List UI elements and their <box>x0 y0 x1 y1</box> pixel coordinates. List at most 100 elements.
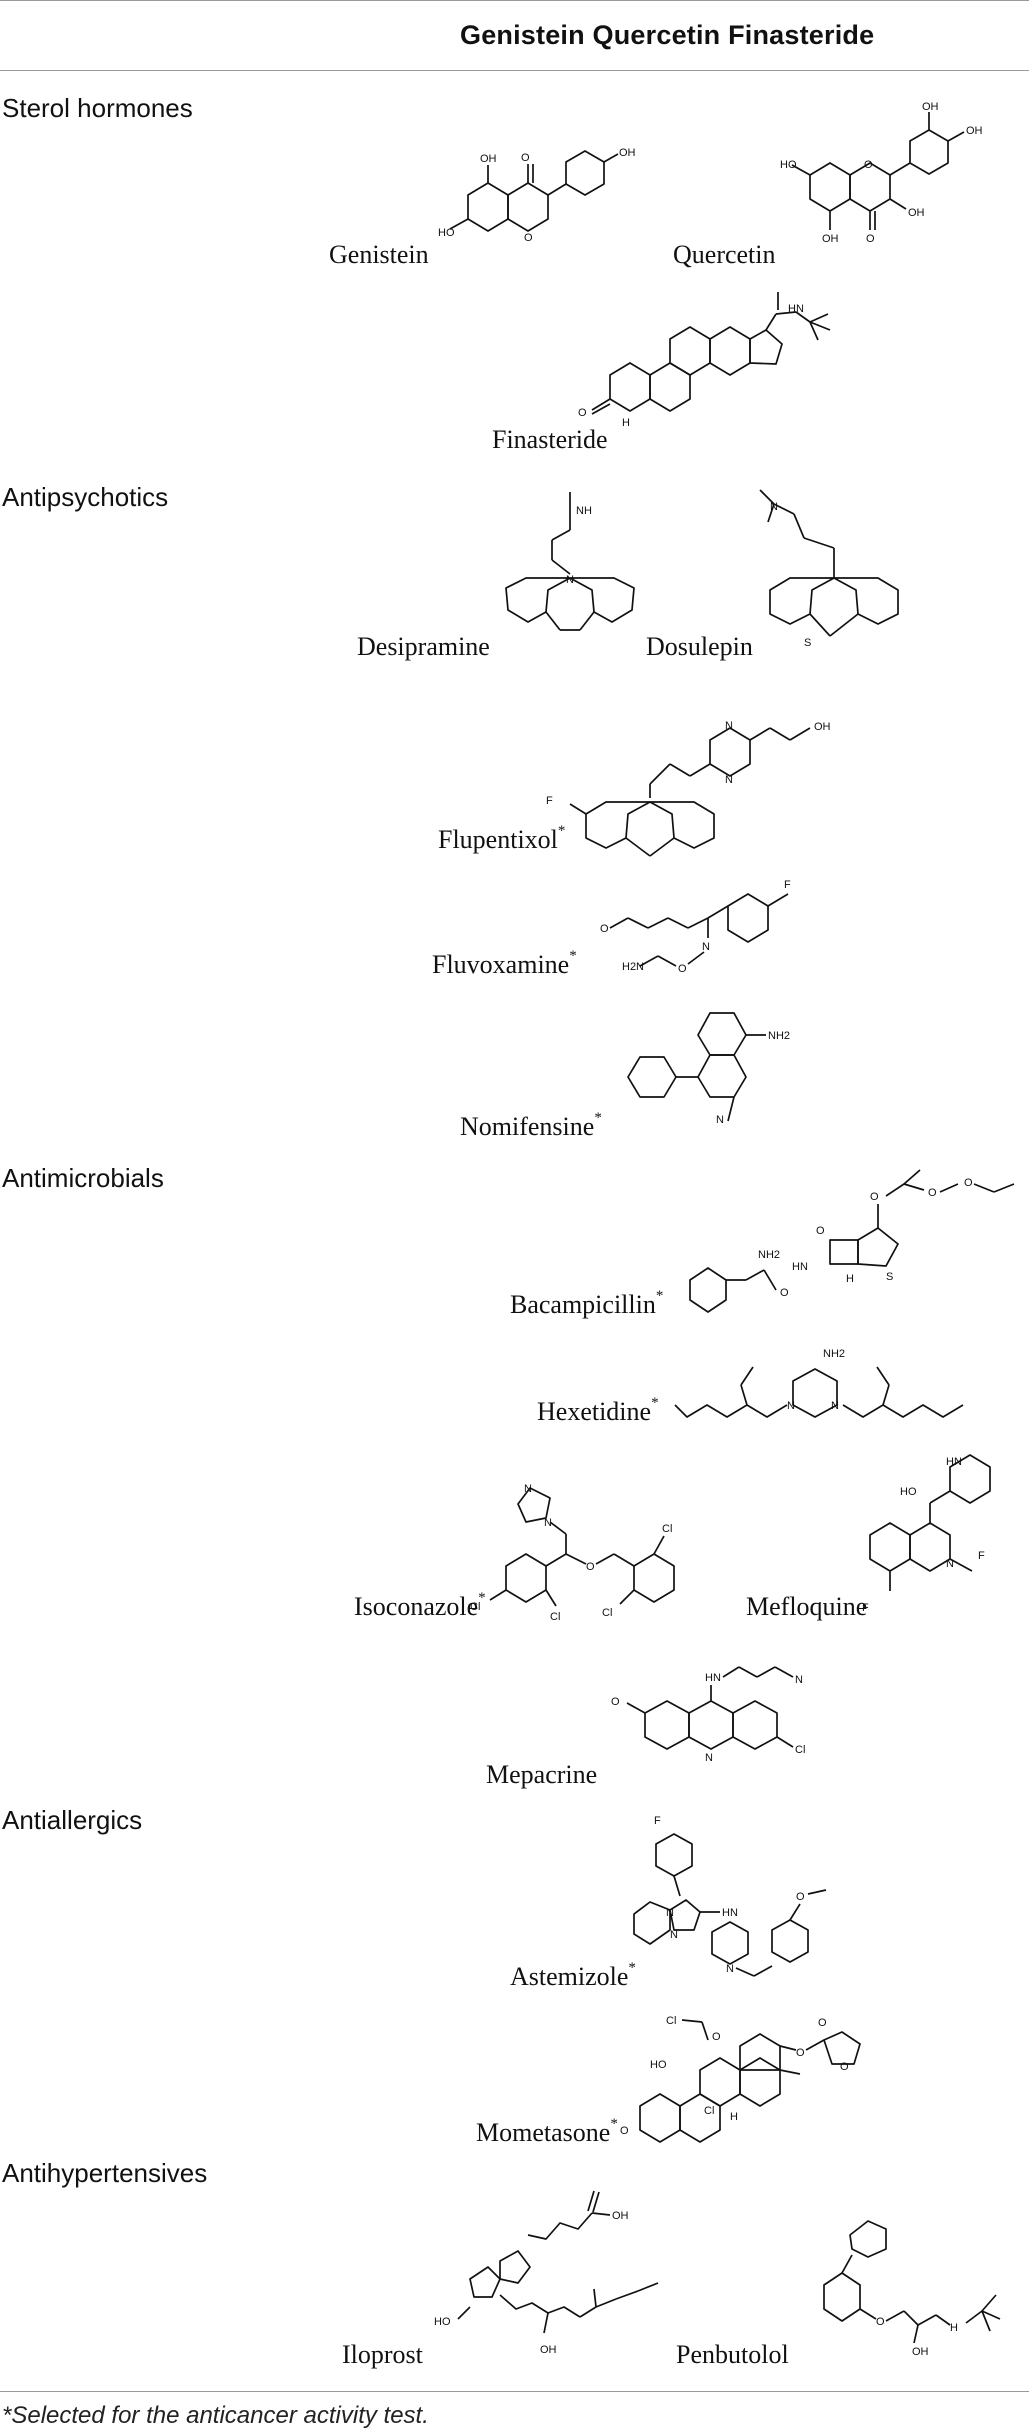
atom-cl: Cl <box>666 2015 676 2027</box>
atom-oh: OH <box>619 147 636 159</box>
atom-f: F <box>654 1815 661 1827</box>
atom-n: N <box>524 1483 532 1495</box>
fluvoxamine-structure: O N O H2N F <box>600 879 791 975</box>
atom-s: S <box>886 1271 893 1283</box>
category-antimicrobials: Antimicrobials <box>2 1163 164 1193</box>
atom-n: N <box>702 941 710 953</box>
drug-name: Mometasone <box>476 2118 611 2147</box>
drug-label-nomifensine: Nomifensine* <box>460 1110 602 1142</box>
selected-marker: * <box>594 1110 602 1126</box>
drug-label-genistein: Genistein <box>329 240 429 269</box>
atom-o: O <box>964 1177 973 1189</box>
atom-o: O <box>864 159 873 171</box>
atom-oh: OH <box>480 153 497 165</box>
atom-oh: OH <box>922 101 939 113</box>
atom-cl: Cl <box>470 1601 480 1613</box>
atom-n: N <box>725 720 733 732</box>
atom-n: N <box>946 1558 954 1570</box>
atom-o: O <box>611 1696 620 1708</box>
drug-label-quercetin: Quercetin <box>673 240 776 269</box>
atom-n: N <box>566 574 574 586</box>
atom-ho: HO <box>438 227 455 239</box>
isoconazole-structure: N N Cl Cl O Cl Cl <box>470 1483 675 1623</box>
category-antiallergics: Antiallergics <box>2 1805 143 1835</box>
atom-f: F <box>862 1602 869 1614</box>
drug-name: Astemizole <box>510 1962 629 1991</box>
atom-o: O <box>780 1287 789 1299</box>
atom-o: O <box>712 2031 721 2043</box>
astemizole-structure: F N N HN N O <box>633 1815 827 1977</box>
drug-label-dosulepin: Dosulepin <box>646 632 753 661</box>
atom-ho: HO <box>434 2316 451 2328</box>
atom-o: O <box>524 232 533 244</box>
atom-f: F <box>978 1550 985 1562</box>
atom-o: O <box>796 1891 805 1903</box>
atom-cl: Cl <box>662 1523 672 1535</box>
drug-name: Flupentixol <box>438 825 558 854</box>
drug-name: Fluvoxamine <box>432 950 570 979</box>
atom-ho: HO <box>900 1486 917 1498</box>
atom-oh: OH <box>814 721 831 733</box>
atom-h2n: H2N <box>622 961 644 973</box>
atom-n: N <box>544 1517 552 1529</box>
drug-label-hexetidine: Hexetidine* <box>537 1395 659 1427</box>
mometasone-structure: Cl O HO Cl H O O O O <box>620 2015 861 2143</box>
atom-n: N <box>705 1752 713 1764</box>
atom-o: O <box>840 2061 849 2073</box>
category-sterol-hormones: Sterol hormones <box>2 93 193 123</box>
atom-n: N <box>670 1929 678 1941</box>
flupentixol-structure: N N OH F <box>546 720 831 857</box>
footnote: *Selected for the anticancer activity te… <box>2 2402 429 2429</box>
atom-n: N <box>787 1400 795 1412</box>
atom-cl: Cl <box>550 1611 560 1623</box>
atom-o: O <box>816 1225 825 1237</box>
atom-cl: Cl <box>795 1744 805 1756</box>
atom-cl: Cl <box>704 2105 714 2117</box>
atom-hn: HN <box>722 1907 738 1919</box>
drug-label-fluvoxamine: Fluvoxamine* <box>432 948 577 980</box>
header-rule <box>0 70 1029 71</box>
selected-marker: * <box>569 948 577 964</box>
drug-label-bacampicillin: Bacampicillin* <box>510 1288 664 1320</box>
atom-o: O <box>678 963 687 975</box>
atom-o: O <box>866 233 875 245</box>
atom-oh: OH <box>912 2346 929 2358</box>
atom-oh: OH <box>822 233 839 245</box>
selected-marker: * <box>478 1590 486 1606</box>
nomifensine-structure: NH2 N <box>627 1012 790 1126</box>
drug-label-iloprost: Iloprost <box>342 2340 423 2369</box>
atom-f: F <box>546 795 553 807</box>
selected-marker: * <box>628 1960 636 1976</box>
table-header: Genistein Quercetin Finasteride <box>460 20 875 50</box>
atom-h: H <box>730 2111 738 2123</box>
atom-f: F <box>784 879 791 891</box>
atom-o: O <box>578 407 587 419</box>
drug-label-isoconazole: Isoconazole* <box>354 1590 486 1622</box>
selected-marker: * <box>655 1288 664 1304</box>
mepacrine-structure: HN N N O Cl <box>611 1666 805 1764</box>
desipramine-structure: NH N <box>505 492 635 631</box>
atom-cl: Cl <box>602 1607 612 1619</box>
atom-o: O <box>620 2125 629 2137</box>
atom-hn: HN <box>792 1261 808 1273</box>
atom-n: N <box>795 1674 803 1686</box>
drug-name: Hexetidine <box>537 1397 652 1426</box>
drug-label-penbutolol: Penbutolol <box>676 2340 789 2369</box>
atom-h: H <box>950 2322 958 2334</box>
atom-ho: HO <box>650 2059 667 2071</box>
genistein-structure: O OH HO O OH <box>438 147 636 244</box>
dosulepin-structure: N S <box>759 489 899 649</box>
atom-oh: OH <box>966 125 983 137</box>
bottom-rule <box>0 2391 1029 2392</box>
mefloquine-structure: HN HO N F F <box>862 1454 991 1614</box>
drug-name: Bacampicillin <box>510 1290 656 1319</box>
finasteride-structure: O H HN <box>578 292 831 429</box>
drug-label-finasteride: Finasteride <box>492 425 608 454</box>
atom-n: N <box>725 774 733 786</box>
atom-oh: OH <box>908 207 925 219</box>
iloprost-structure: OH HO OH <box>434 2190 659 2356</box>
drug-label-mepacrine: Mepacrine <box>486 1760 598 1789</box>
atom-oh: OH <box>540 2344 557 2356</box>
atom-o: O <box>876 2316 885 2328</box>
atom-o: O <box>818 2017 827 2029</box>
